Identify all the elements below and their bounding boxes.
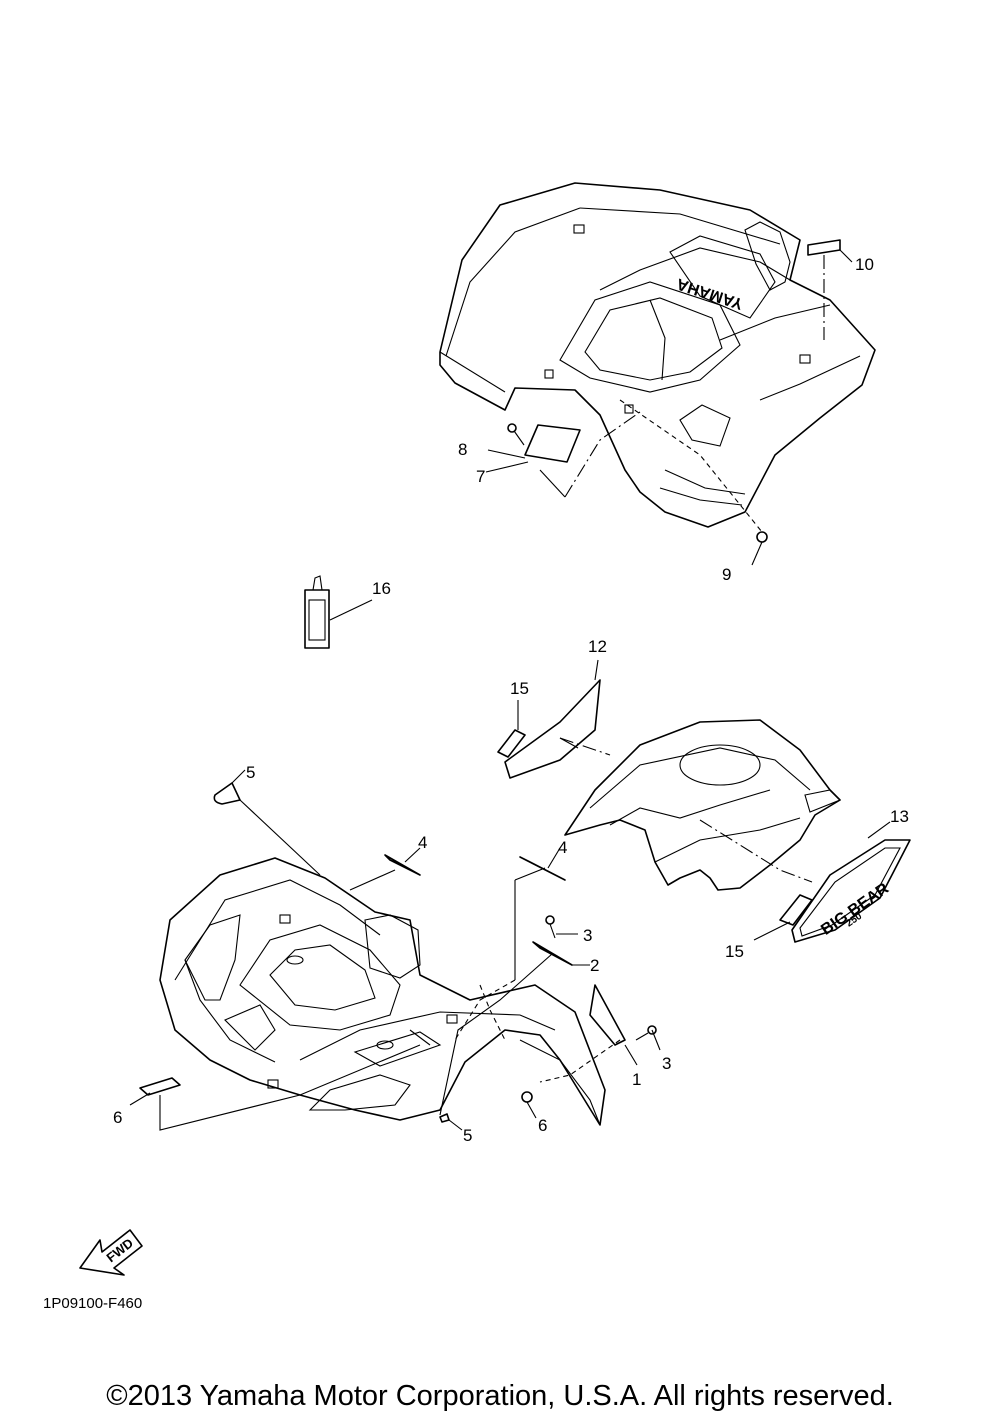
drawing-code: 1P09100-F460 [43,1295,142,1312]
bolt-11 [756,531,768,543]
callout-numbers: 10 8 7 9 16 12 15 5 4 4 13 3 2 15 3 1 6 … [113,255,909,1127]
callout-12: 10 [855,255,874,274]
bolt-3-upper [545,915,556,939]
decal-14 [504,679,601,779]
callout-16: 16 [372,579,391,598]
decal-15-upper [497,729,526,758]
rear-fender: YAMAHA [439,182,876,528]
copyright-notice: ©2013 Yamaha Motor Corporation, U.S.A. A… [106,1380,894,1412]
callout-6: 4 [558,838,567,857]
callout-2: 2 [590,956,599,975]
callout-4-nut-left-visible: 5 [463,1126,472,1145]
nut-4-right [521,1091,533,1103]
callout-3-lower: 3 [662,1054,671,1073]
callout-15-upper: 15 [510,679,529,698]
callout-14: 12 [588,637,607,656]
callout-4-nut-right-visible: 6 [538,1116,547,1135]
callout-15-lower: 15 [725,942,744,961]
callout-9: 7 [476,467,485,486]
decal-12 [807,239,841,256]
tank-cover [564,719,841,891]
callout-10: 8 [458,440,467,459]
front-fender [159,857,606,1126]
plate-9 [524,424,581,463]
emblem-13: BIG BEAR 250 [791,839,911,943]
leader-lines [129,249,891,1131]
fwd-arrow-icon: FWD [79,1229,143,1276]
warning-label-16 [304,575,330,649]
decal-5 [384,854,421,876]
plate-1 [589,984,626,1046]
lens-7 [213,782,241,805]
callout-13: 13 [890,807,909,826]
nut-4-left [439,1113,450,1123]
callout-1: 1 [632,1070,641,1089]
decal-8 [139,1077,181,1096]
callout-7: 5 [246,763,255,782]
callout-11: 9 [722,565,731,584]
callout-3-upper: 3 [583,926,592,945]
callout-8: 6 [113,1108,122,1127]
bolt-10 [507,423,525,446]
decal-15-lower [779,894,813,926]
callout-5: 4 [418,833,427,852]
decal-2 [532,941,573,966]
